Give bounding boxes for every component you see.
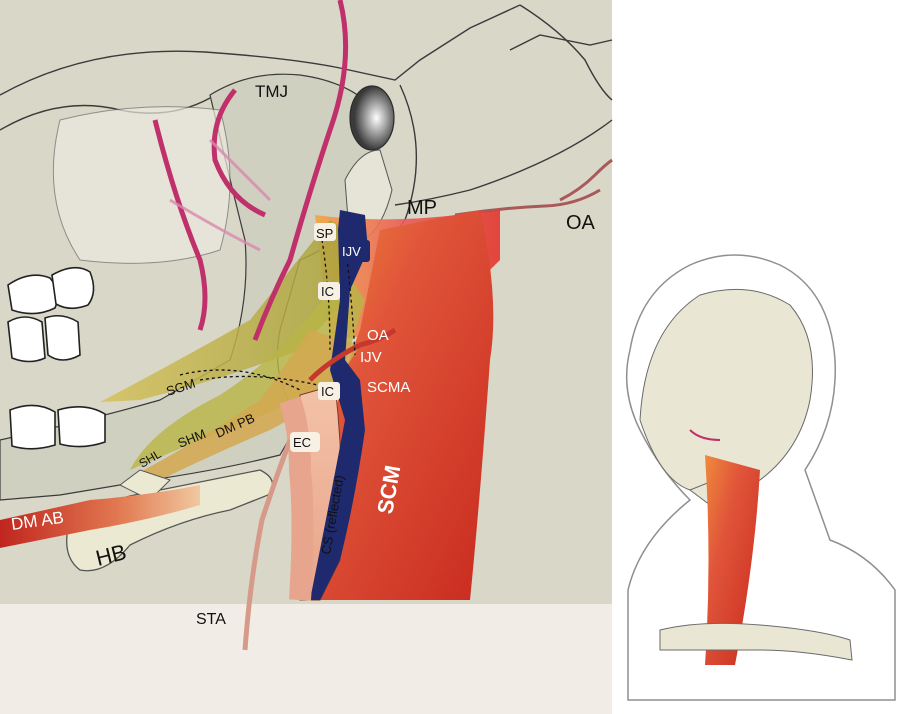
label-sp: SP [316, 226, 333, 241]
label-ic-top: IC [321, 284, 334, 299]
condyle [350, 86, 394, 150]
label-mp: MP [407, 197, 437, 219]
label-sta: STA [196, 611, 226, 628]
label-ijv-mid: IJV [360, 349, 382, 366]
common-carotid-artery [290, 400, 303, 600]
label-ijv-top: IJV [342, 244, 361, 259]
maxilla [53, 107, 230, 264]
label-ic-mid: IC [321, 384, 334, 399]
label-tmj: TMJ [255, 82, 288, 101]
label-oa-mid: OA [367, 327, 389, 344]
label-scma: SCMA [367, 379, 410, 396]
label-oa-top: OA [566, 212, 596, 234]
label-ec: EC [293, 435, 311, 450]
